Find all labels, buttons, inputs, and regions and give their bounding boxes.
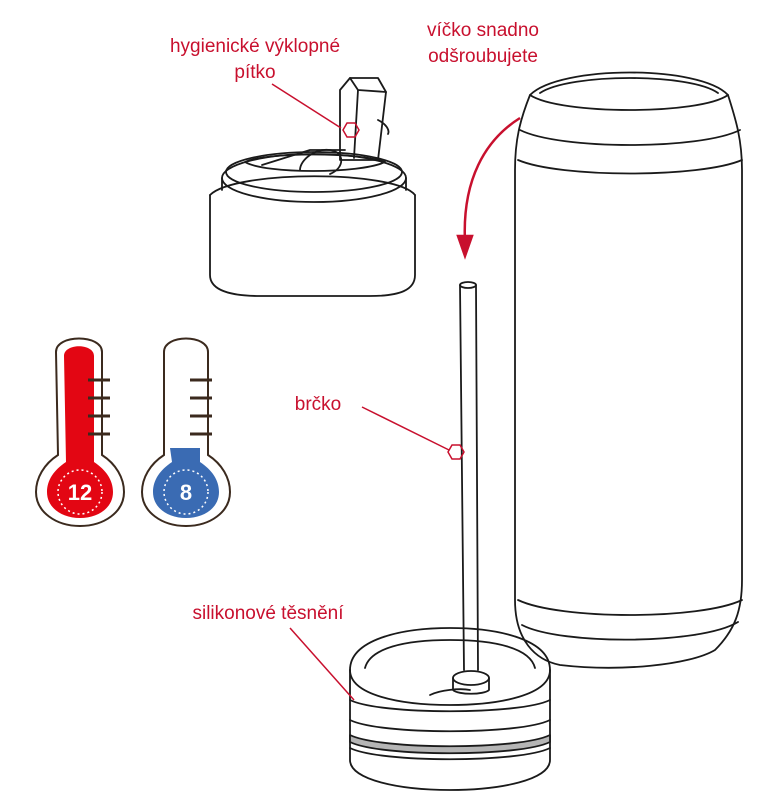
thermometer-hot-value: 12 — [68, 480, 92, 505]
label-silicone-seal: silikonové těsnění — [192, 603, 344, 624]
thermometer-cold-value: 8 — [180, 480, 192, 505]
label-straw: brčko — [294, 394, 342, 415]
label-lid-unscrew-line1: víčko snadno — [427, 20, 539, 41]
top-lid — [209, 77, 416, 297]
thermometer-cold: 8 — [140, 337, 232, 528]
thermometer-hot: 12 — [34, 337, 126, 528]
label-lid-unscrew-line2: odšroubujete — [428, 46, 538, 67]
label-hygienic-flip-straw: hygienické výklopné pítko — [145, 34, 365, 86]
lid-arrow — [456, 116, 521, 260]
bottom-cap — [349, 627, 551, 791]
label-hygienic-flip-straw-line2: pítko — [234, 62, 276, 83]
hex-marker-straw-top — [342, 122, 360, 138]
leader-line-straw-top — [271, 83, 342, 129]
hex-marker-straw — [447, 444, 465, 460]
leader-line-straw — [361, 406, 450, 451]
straw — [459, 281, 479, 671]
label-hygienic-flip-straw-line1: hygienické výklopné — [169, 36, 341, 57]
bottle-body — [514, 71, 743, 669]
label-lid-unscrew: víčko snadno odšroubujete — [398, 18, 568, 70]
leader-line-seal — [289, 627, 355, 701]
